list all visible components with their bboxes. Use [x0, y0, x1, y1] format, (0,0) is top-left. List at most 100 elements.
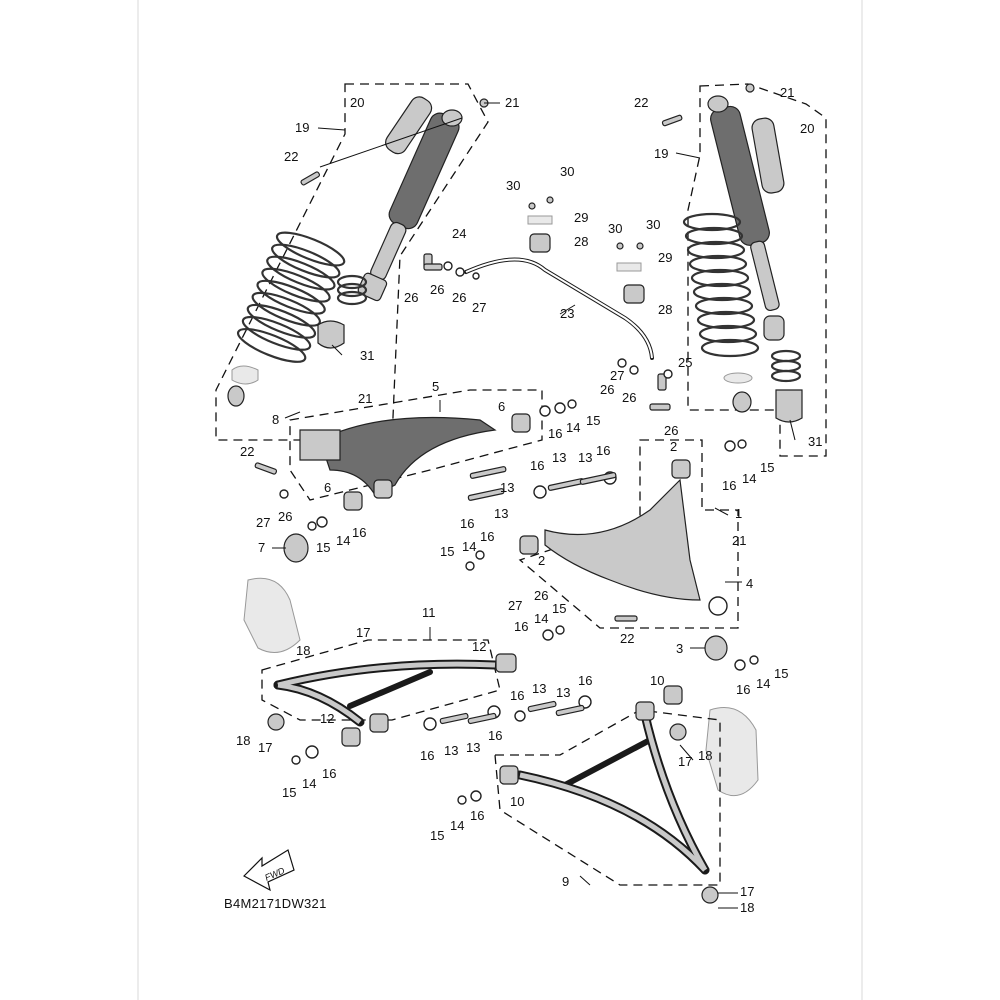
right-knuckle [705, 707, 759, 797]
callout-23: 23 [560, 306, 574, 321]
callout-22-left-mid: 22 [240, 444, 254, 459]
callout-1: 1 [735, 506, 742, 521]
callout-15-h: 15 [430, 828, 444, 843]
callout-18-b: 18 [236, 733, 250, 748]
callout-16-j: 16 [510, 688, 524, 703]
callout-16-e: 16 [460, 516, 474, 531]
fwd-arrow: FWD [243, 849, 295, 892]
callout-16-l: 16 [488, 728, 502, 743]
callout-30-c: 30 [608, 221, 622, 236]
callout-6-b: 6 [324, 480, 331, 495]
callout-5: 5 [432, 379, 439, 394]
callout-14-g: 14 [756, 676, 770, 691]
right-lower-arm-group [494, 685, 721, 904]
right-shock-group [661, 83, 827, 457]
callout-11: 11 [422, 605, 436, 620]
callout-21-left-top: 21 [505, 95, 519, 110]
callout-27-a: 27 [472, 300, 486, 315]
callout-16-m: 16 [420, 748, 434, 763]
callout-13-d: 13 [494, 506, 508, 521]
callout-13-c: 13 [500, 480, 514, 495]
left-knuckle [243, 577, 301, 653]
callout-15-c: 15 [440, 544, 454, 559]
stabilizer-bar-group [423, 196, 671, 411]
callout-18-d: 18 [740, 900, 754, 915]
left-lower-arm-group [261, 639, 517, 747]
fastener-clusters [254, 369, 759, 805]
callout-25: 25 [678, 355, 692, 370]
callout-20-right: 20 [800, 121, 814, 136]
callout-17-b: 17 [258, 740, 272, 755]
callout-30-b: 30 [560, 164, 574, 179]
callout-22-right-mid: 22 [620, 631, 634, 646]
callout-10-b: 10 [510, 794, 524, 809]
callout-16-c: 16 [530, 458, 544, 473]
callout-labels: 20 21 19 22 31 24 26 26 26 27 30 30 29 2… [236, 85, 822, 915]
callout-26-e: 26 [622, 390, 636, 405]
callout-13-e: 13 [532, 681, 546, 696]
callout-30-a: 30 [506, 178, 520, 193]
callout-20-left: 20 [350, 95, 364, 110]
callout-16-h: 16 [514, 619, 528, 634]
callout-15-g: 15 [774, 666, 788, 681]
callout-12-a: 12 [472, 639, 486, 654]
callout-15-a: 15 [586, 413, 600, 428]
callout-14-c: 14 [462, 539, 476, 554]
callout-14-e: 14 [534, 611, 548, 626]
callout-8: 8 [272, 412, 279, 427]
callout-16-o: 16 [470, 808, 484, 823]
callout-16-n: 16 [736, 682, 750, 697]
callout-28-b: 28 [658, 302, 672, 317]
callout-14-b: 14 [336, 533, 350, 548]
sheet-border [137, 0, 863, 1000]
callout-18-a: 18 [296, 643, 310, 658]
callout-16-b: 16 [352, 525, 366, 540]
callout-7: 7 [258, 540, 265, 555]
callout-26-d: 26 [600, 382, 614, 397]
callout-28-a: 28 [574, 234, 588, 249]
callout-22-right-top: 22 [634, 95, 648, 110]
callout-14-f: 14 [302, 776, 316, 791]
callout-17-c: 17 [678, 754, 692, 769]
callout-16-f: 16 [480, 529, 494, 544]
callout-26-f: 26 [278, 509, 292, 524]
callout-21-right-mid: 21 [732, 533, 746, 548]
callout-14-d: 14 [742, 471, 756, 486]
callout-13-h: 13 [466, 740, 480, 755]
callout-26-a: 26 [404, 290, 418, 305]
callout-17-a: 17 [356, 625, 370, 640]
callout-27-d: 27 [508, 598, 522, 613]
callout-14-h: 14 [450, 818, 464, 833]
callout-24: 24 [452, 226, 466, 241]
callout-16-g: 16 [722, 478, 736, 493]
callout-27-c: 27 [256, 515, 270, 530]
callout-15-d: 15 [760, 460, 774, 475]
callout-16-i: 16 [322, 766, 336, 781]
left-upper-arm-group [279, 389, 543, 563]
callout-26-g: 26 [664, 423, 678, 438]
callout-2-a: 2 [670, 439, 677, 454]
left-main-spring [236, 231, 346, 363]
callout-26-c: 26 [452, 290, 466, 305]
callout-29-a: 29 [574, 210, 588, 225]
callout-13-a: 13 [552, 450, 566, 465]
left-shock-group [215, 83, 489, 441]
callout-17-d: 17 [740, 884, 754, 899]
callout-19-left: 19 [295, 120, 309, 135]
leader-lines [272, 102, 796, 909]
callout-18-c: 18 [698, 748, 712, 763]
callout-16-a: 16 [548, 426, 562, 441]
callout-31-right: 31 [808, 434, 822, 449]
callout-12-b: 12 [320, 711, 334, 726]
callout-14-a: 14 [566, 420, 580, 435]
callout-31-left: 31 [360, 348, 374, 363]
callout-30-d: 30 [646, 217, 660, 232]
callout-6-a: 6 [498, 399, 505, 414]
callout-27-b: 27 [610, 368, 624, 383]
callout-13-b: 13 [578, 450, 592, 465]
callout-10-a: 10 [650, 673, 664, 688]
diagram-code: B4M2171DW321 [224, 896, 327, 911]
callout-2-b: 2 [538, 553, 545, 568]
callout-3: 3 [676, 641, 683, 656]
